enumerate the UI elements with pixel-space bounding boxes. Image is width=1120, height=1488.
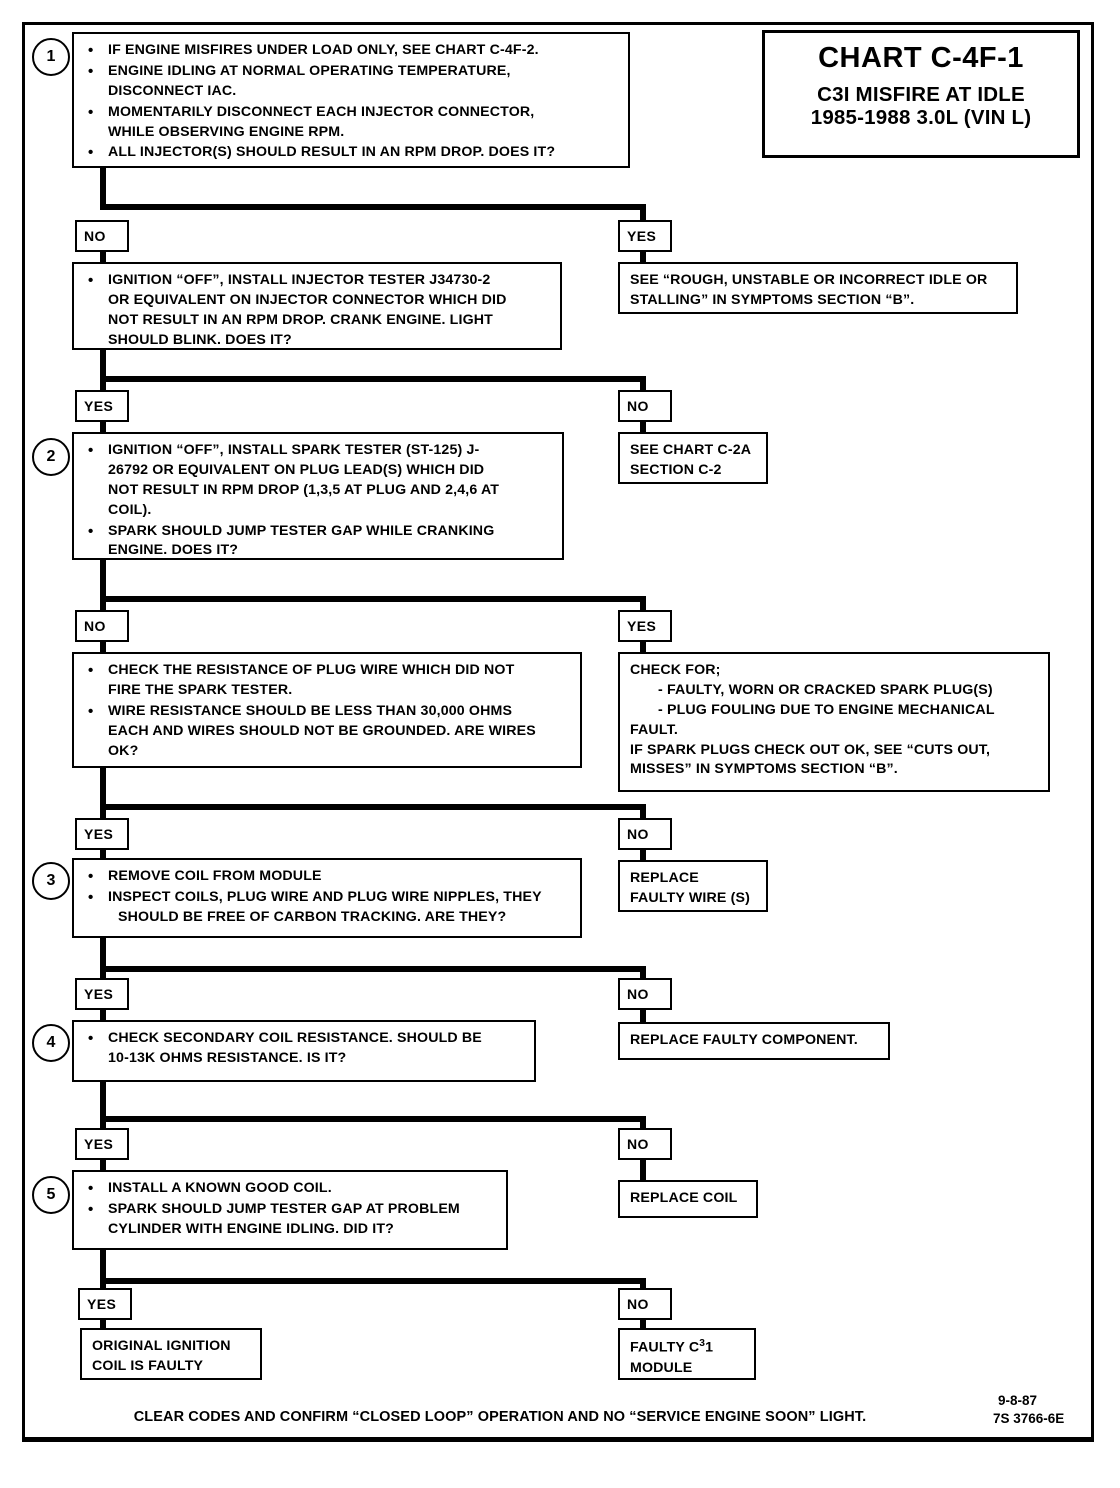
connector-yes5-down bbox=[100, 1008, 106, 1022]
footer-code: 7S 3766-6E bbox=[993, 1411, 1065, 1426]
step-5-bullet-2: SPARK SHOULD JUMP TESTER GAP AT PROBLEM … bbox=[84, 1199, 496, 1240]
chart-c2a-box: SEE CHART C-2A SECTION C-2 bbox=[618, 432, 768, 484]
connector-yes4-down bbox=[100, 848, 106, 862]
title-block: CHART C-4F-1 C3I MISFIRE AT IDLE 1985-19… bbox=[762, 30, 1080, 158]
connector-yes2-down bbox=[100, 420, 106, 434]
step-5-box: INSTALL A KNOWN GOOD COIL. SPARK SHOULD … bbox=[72, 1170, 508, 1250]
replace-component-box: REPLACE FAULTY COMPONENT. bbox=[618, 1022, 890, 1060]
connector-step3-down bbox=[100, 938, 106, 986]
connector-step4-down bbox=[100, 1082, 106, 1136]
branch-yes-level5: YES bbox=[75, 978, 129, 1010]
branch-no-step1: NO bbox=[75, 220, 129, 252]
step-1-bullet-4: ALL INJECTOR(S) SHOULD RESULT IN AN RPM … bbox=[84, 142, 618, 163]
replace-wire-box: REPLACE FAULTY WIRE (S) bbox=[618, 860, 768, 912]
step-number-1: 1 bbox=[32, 38, 70, 76]
chart-application: 1985-1988 3.0L (VIN L) bbox=[810, 106, 1032, 130]
connector-no2-down bbox=[640, 420, 646, 434]
branch-yes-level2: YES bbox=[75, 390, 129, 422]
step-5-bullet-1: INSTALL A KNOWN GOOD COIL. bbox=[84, 1178, 496, 1199]
step-4-box: CHECK SECONDARY COIL RESISTANCE. SHOULD … bbox=[72, 1020, 536, 1082]
step-3-bullet-2: INSPECT COILS, PLUG WIRE AND PLUG WIRE N… bbox=[84, 887, 570, 928]
connector-level2-to-no bbox=[640, 376, 646, 390]
step-number-2: 2 bbox=[32, 438, 70, 476]
connector-no6-down bbox=[640, 1158, 646, 1180]
connector-plugwire-down bbox=[100, 768, 106, 820]
branch-yes-step1: YES bbox=[618, 220, 672, 252]
faulty-module-line-1: FAULTY C31 bbox=[630, 1338, 714, 1356]
branch-yes-level6: YES bbox=[75, 1128, 129, 1160]
step-2-bullet-2: SPARK SHOULD JUMP TESTER GAP WHILE CRANK… bbox=[84, 521, 552, 562]
plug-wire-bullet-1: CHECK THE RESISTANCE OF PLUG WIRE WHICH … bbox=[84, 660, 570, 701]
chart-subtitle: C3I MISFIRE AT IDLE bbox=[817, 82, 1025, 106]
connector-step1-down bbox=[100, 168, 106, 210]
branch-no-level5: NO bbox=[618, 978, 672, 1010]
connector-yes6-down bbox=[100, 1158, 106, 1172]
step-number-5: 5 bbox=[32, 1176, 70, 1214]
injector-tester-box: IGNITION “OFF”, INSTALL INJECTOR TESTER … bbox=[72, 262, 562, 350]
connector-no3-down bbox=[100, 640, 106, 654]
connector-no1-down bbox=[100, 250, 106, 264]
connector-level4-to-no bbox=[640, 804, 646, 818]
step-number-3: 3 bbox=[32, 862, 70, 900]
branch-yes-level3: YES bbox=[618, 610, 672, 642]
chart-title: CHART C-4F-1 bbox=[818, 42, 1024, 74]
original-coil-faulty-box: ORIGINAL IGNITION COIL IS FAULTY bbox=[80, 1328, 262, 1380]
branch-no-level2: NO bbox=[618, 390, 672, 422]
connector-step1-horizontal bbox=[100, 204, 646, 210]
branch-no-level7: NO bbox=[618, 1288, 672, 1320]
connector-level6-horizontal bbox=[100, 1116, 646, 1122]
rough-idle-box: SEE “ROUGH, UNSTABLE OR INCORRECT IDLE O… bbox=[618, 262, 1018, 314]
connector-no4-down bbox=[640, 848, 646, 862]
step-3-bullet-1: REMOVE COIL FROM MODULE bbox=[84, 866, 570, 887]
footer-instruction: CLEAR CODES AND CONFIRM “CLOSED LOOP” OP… bbox=[133, 1409, 867, 1425]
connector-level6-to-no bbox=[640, 1116, 646, 1130]
connector-no7-down bbox=[640, 1318, 646, 1332]
step-2-bullet-1: IGNITION “OFF”, INSTALL SPARK TESTER (ST… bbox=[84, 440, 552, 521]
step-2-box: IGNITION “OFF”, INSTALL SPARK TESTER (ST… bbox=[72, 432, 564, 560]
connector-level2-horizontal bbox=[100, 376, 646, 382]
step-number-4: 4 bbox=[32, 1024, 70, 1062]
step-1-box: IF ENGINE MISFIRES UNDER LOAD ONLY, SEE … bbox=[72, 32, 630, 168]
connector-level7-to-no bbox=[640, 1278, 646, 1292]
footer-date: 9-8-87 bbox=[998, 1393, 1038, 1408]
connector-level3-to-yes bbox=[640, 596, 646, 610]
step-1-bullet-1: IF ENGINE MISFIRES UNDER LOAD ONLY, SEE … bbox=[84, 40, 618, 61]
connector-yes1-down bbox=[640, 250, 646, 264]
connector-level7-horizontal bbox=[100, 1278, 646, 1284]
connector-yes7-down bbox=[100, 1318, 106, 1332]
step-3-box: REMOVE COIL FROM MODULE INSPECT COILS, P… bbox=[72, 858, 582, 938]
connector-yes3-down bbox=[640, 640, 646, 654]
plug-wire-check-box: CHECK THE RESISTANCE OF PLUG WIRE WHICH … bbox=[72, 652, 582, 768]
connector-level4-horizontal bbox=[100, 804, 646, 810]
connector-step5-down bbox=[100, 1250, 106, 1298]
branch-no-level6: NO bbox=[618, 1128, 672, 1160]
plug-wire-bullet-2: WIRE RESISTANCE SHOULD BE LESS THAN 30,0… bbox=[84, 701, 570, 762]
check-for-box: CHECK FOR; - FAULTY, WORN OR CRACKED SPA… bbox=[618, 652, 1050, 792]
faulty-module-box: FAULTY C31 MODULE bbox=[618, 1328, 756, 1380]
connector-level5-to-no bbox=[640, 966, 646, 980]
branch-no-level3: NO bbox=[75, 610, 129, 642]
branch-yes-level7: YES bbox=[78, 1288, 132, 1320]
connector-no5-down bbox=[640, 1008, 646, 1022]
connector-step2-down bbox=[100, 560, 106, 612]
step-4-bullet-1: CHECK SECONDARY COIL RESISTANCE. SHOULD … bbox=[84, 1028, 524, 1069]
step-1-bullet-2: ENGINE IDLING AT NORMAL OPERATING TEMPER… bbox=[84, 61, 618, 102]
connector-level5-horizontal bbox=[100, 966, 646, 972]
connector-step1-to-yes bbox=[640, 204, 646, 226]
step-1-bullet-3: MOMENTARILY DISCONNECT EACH INJECTOR CON… bbox=[84, 102, 618, 143]
branch-no-level4: NO bbox=[618, 818, 672, 850]
replace-coil-box: REPLACE COIL bbox=[618, 1180, 758, 1218]
injector-tester-bullet: IGNITION “OFF”, INSTALL INJECTOR TESTER … bbox=[84, 270, 550, 351]
branch-yes-level4: YES bbox=[75, 818, 129, 850]
footer-rule bbox=[25, 1437, 1091, 1442]
connector-level3-horizontal bbox=[100, 596, 646, 602]
connector-injector-down bbox=[100, 350, 106, 392]
